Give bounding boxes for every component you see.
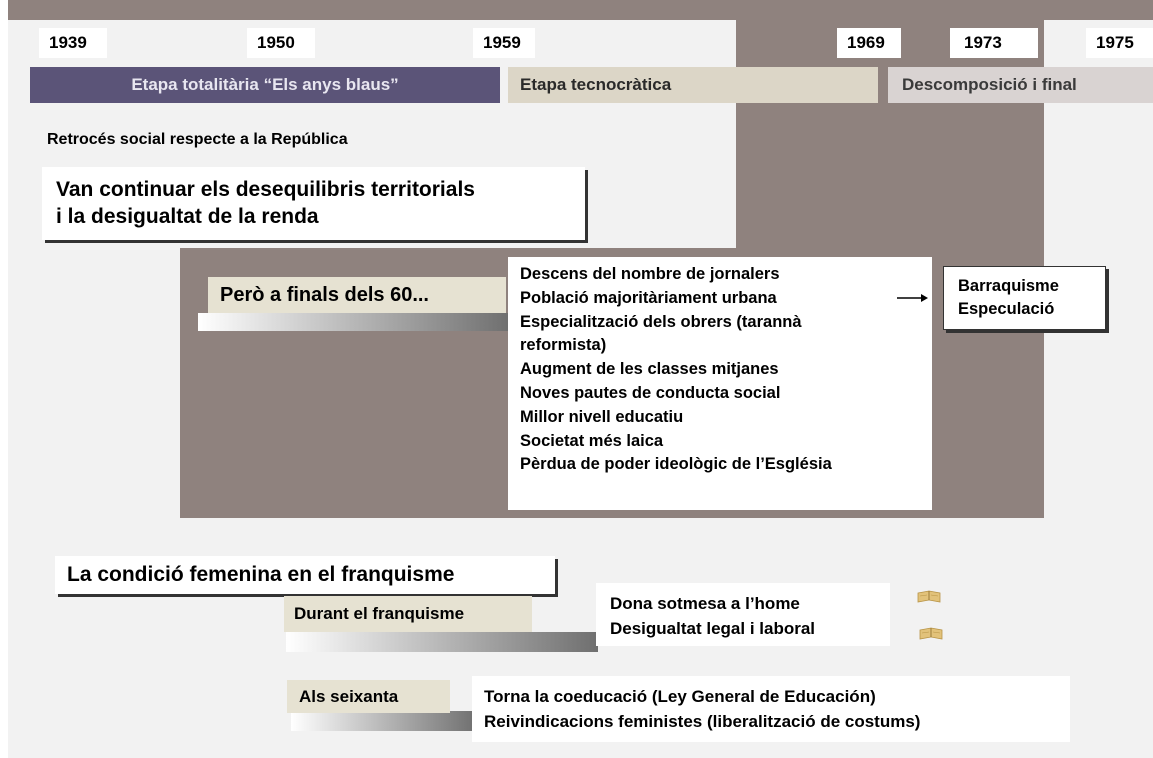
- year-1969: 1969: [837, 28, 901, 58]
- list-item: Dona sotmesa a l’home: [610, 594, 800, 613]
- during-franquism-label: Durant el franquisme: [284, 596, 532, 632]
- list-item: Torna la coeducació (Ley General de Educ…: [484, 687, 876, 706]
- list-item: Societat més laica: [520, 431, 664, 450]
- list-item: reformista): [520, 336, 607, 355]
- year-1950: 1950: [247, 28, 315, 58]
- stage-totalitarian: Etapa totalitària “Els anys blaus”: [30, 67, 500, 103]
- list-item: Augment de les classes mitjanes: [520, 360, 779, 379]
- during-franquism-list: Dona sotmesa a l’home Desigualtat legal …: [596, 583, 890, 646]
- gradient-bar: [198, 313, 510, 331]
- gradient-bar: [286, 632, 598, 652]
- inequalities-line-2: i la desigualtat de la renda: [56, 205, 319, 228]
- year-1959: 1959: [473, 28, 535, 58]
- sixties-label: Als seixanta: [287, 680, 450, 713]
- consequence-item: Especulació: [958, 300, 1055, 318]
- list-item: Pèrdua de poder ideològic de l’Església: [520, 455, 832, 474]
- book-icon: [917, 590, 941, 603]
- consequences-box: Barraquisme Especulació: [943, 266, 1106, 330]
- consequence-item: Barraquisme: [958, 277, 1059, 295]
- list-item: Especialització dels obrers (tarannà: [520, 312, 802, 331]
- year-1975: 1975: [1086, 28, 1153, 58]
- arrow-right-icon: [897, 294, 928, 302]
- top-bar: [8, 0, 1153, 20]
- list-item: Reivindicacions feministes (liberalitzac…: [484, 712, 921, 731]
- gradient-bar: [291, 711, 477, 731]
- stage-technocratic: Etapa tecnocràtica: [508, 67, 878, 103]
- book-icon: [919, 627, 943, 640]
- sixties-list: Torna la coeducació (Ley General de Educ…: [472, 676, 1070, 742]
- list-item: Millor nivell educatiu: [520, 407, 684, 426]
- inequalities-line-1: Van continuar els desequilibris territor…: [56, 178, 475, 201]
- inequalities-box: Van continuar els desequilibris territor…: [42, 167, 585, 240]
- stage-decomposition: Descomposició i final: [888, 67, 1153, 103]
- social-regression-text: Retrocés social respecte a la República: [47, 131, 348, 148]
- social-changes-list: Descens del nombre de jornalers Població…: [508, 257, 932, 510]
- year-1973: 1973: [950, 28, 1038, 58]
- late-60s-label: Però a finals dels 60...: [208, 277, 506, 313]
- list-item: Noves pautes de conducta social: [520, 383, 781, 402]
- year-1939: 1939: [39, 28, 107, 58]
- list-item: Desigualtat legal i laboral: [610, 619, 816, 638]
- list-item: Descens del nombre de jornalers: [520, 265, 780, 283]
- list-item: Població majoritàriament urbana: [520, 288, 777, 307]
- women-section-title: La condició femenina en el franquisme: [55, 556, 555, 594]
